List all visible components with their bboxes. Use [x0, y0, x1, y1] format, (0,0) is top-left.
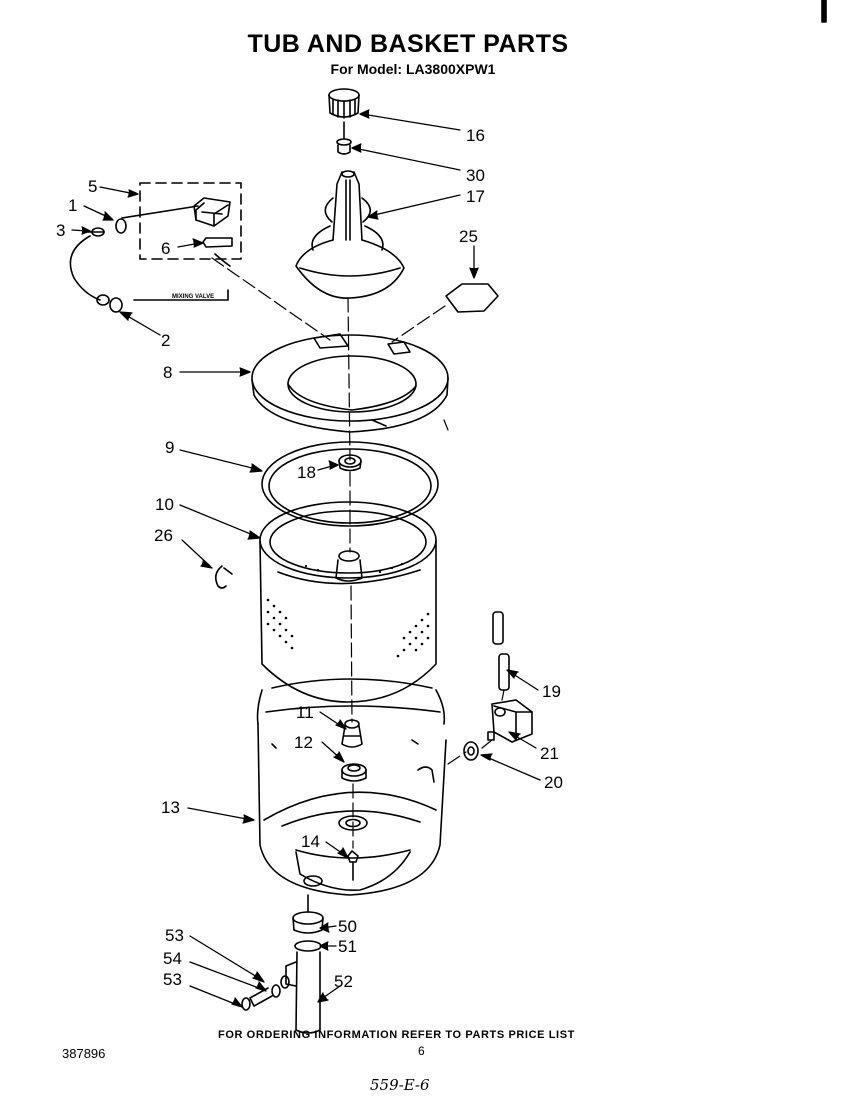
- basket-perforations: [266, 562, 430, 658]
- callout-26: 26: [154, 526, 173, 545]
- callout-54: 54: [163, 949, 182, 968]
- tub-seal: [341, 763, 367, 782]
- drain-hose-clamps: [241, 975, 290, 1011]
- callout-53-bottom: 53: [163, 970, 182, 989]
- callout-labels: 5 1 3 6 2 8 9 10 26 18 16 30 17 25 19 21…: [56, 126, 563, 991]
- mixing-valve-box: [139, 182, 242, 260]
- agitator: [295, 170, 405, 299]
- callout-17: 17: [466, 187, 485, 206]
- callout-10: 10: [155, 495, 174, 514]
- mixing-valve-label: MIXING VALVE: [172, 294, 214, 300]
- callout-16: 16: [466, 126, 485, 145]
- valve-leader-line: [133, 289, 229, 301]
- page-title: TUB AND BASKET PARTS: [247, 30, 569, 58]
- agitator-cap: [328, 88, 360, 119]
- callout-18: 18: [297, 463, 316, 482]
- tub-ring: [251, 333, 449, 433]
- ordering-info-note: FOR ORDERING INFORMATION REFER TO PARTS …: [218, 1029, 575, 1041]
- callout-leaders: [71, 109, 541, 1008]
- callout-52: 52: [334, 972, 353, 991]
- valve-connect-line: [121, 205, 199, 219]
- callout-20: 20: [544, 773, 563, 792]
- callout-12: 12: [294, 733, 313, 752]
- callout-6: 6: [161, 239, 170, 258]
- callout-2: 2: [161, 331, 170, 350]
- callout-14: 14: [301, 832, 320, 851]
- valve-tab: [214, 253, 231, 267]
- cap-screw: [336, 121, 352, 155]
- callout-5: 5: [88, 177, 97, 196]
- callout-1: 1: [68, 196, 77, 215]
- spin-basket: [259, 501, 437, 703]
- callout-13: 13: [161, 798, 180, 817]
- callout-8: 8: [163, 363, 172, 382]
- callout-19: 19: [542, 682, 561, 701]
- model-subtitle: For Model: LA3800XPW1: [330, 61, 496, 77]
- pump-coupling: [463, 741, 479, 761]
- callout-3: 3: [56, 221, 65, 240]
- callout-30: 30: [466, 166, 485, 185]
- valve-grommet: [202, 237, 233, 248]
- tub-bushing: [341, 719, 363, 748]
- callout-50: 50: [338, 917, 357, 936]
- tub-screw: [347, 850, 359, 881]
- drain-pump: [487, 699, 533, 743]
- assembly-lines: [211, 257, 505, 849]
- basket-clip: [214, 565, 233, 589]
- outer-tub: [256, 678, 447, 896]
- callout-11: 11: [296, 703, 314, 722]
- callout-53-top: 53: [165, 926, 184, 945]
- washer-part-1: [115, 218, 127, 234]
- callout-9: 9: [165, 438, 174, 457]
- document-number: 387896: [62, 1046, 106, 1061]
- page-number: 6: [418, 1044, 425, 1058]
- mixing-valve: [193, 197, 231, 227]
- drain-outlet: [285, 911, 324, 1034]
- drain-hoses: [492, 611, 510, 691]
- lint-filter: [445, 283, 499, 313]
- callout-25: 25: [459, 227, 478, 246]
- callout-51: 51: [338, 937, 357, 956]
- handwritten-code: 559-E-6: [370, 1076, 430, 1094]
- corner-mark: [821, 0, 827, 23]
- mixing-valve-hose: [69, 227, 123, 313]
- callout-21: 21: [540, 744, 559, 763]
